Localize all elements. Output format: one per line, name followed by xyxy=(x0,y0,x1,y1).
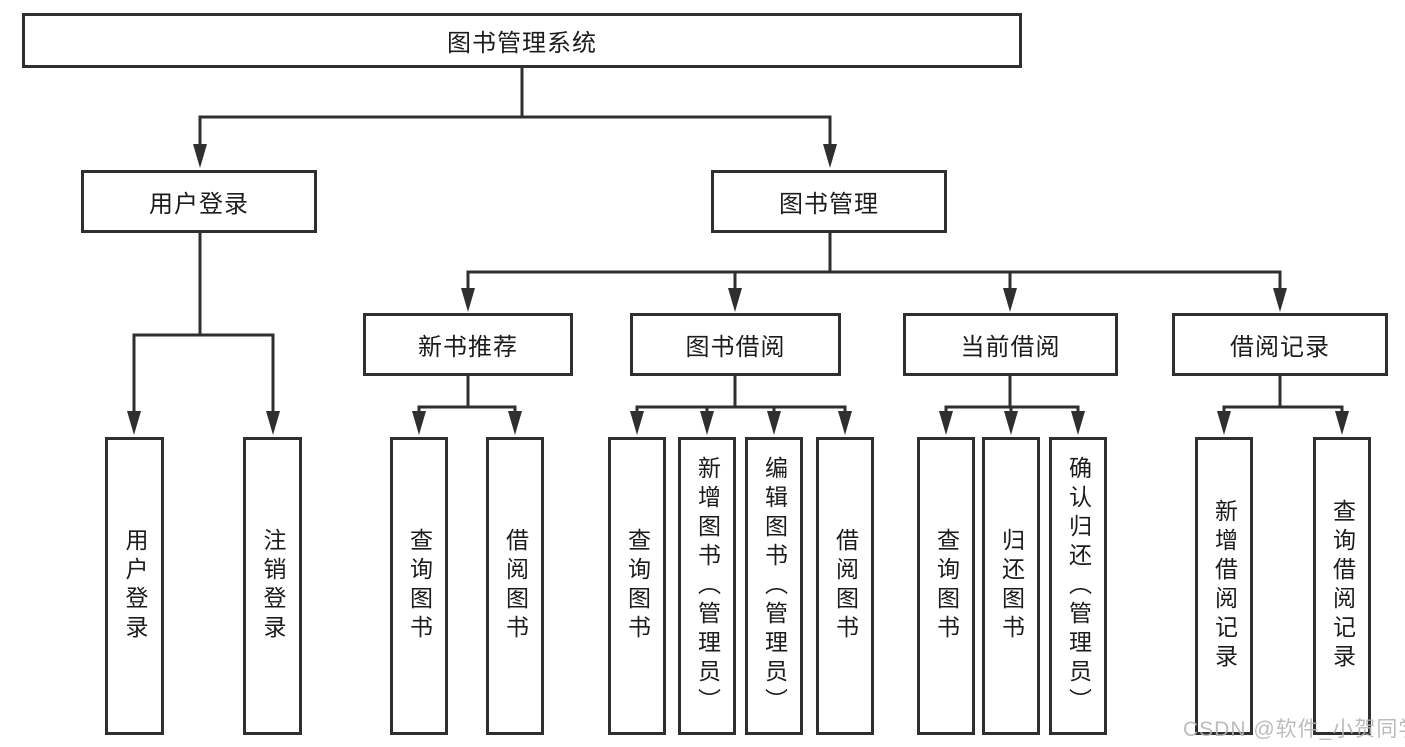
node-current-borrowing: 当前借阅 xyxy=(903,313,1118,376)
arrow-icon xyxy=(193,144,207,168)
node-leaf-logout: 注销登录 xyxy=(243,437,302,735)
connector-user-login xyxy=(132,231,275,420)
arrow-icon xyxy=(412,411,426,435)
node-new-book-recommend: 新书推荐 xyxy=(363,313,573,376)
node-leaf-return-books: 归还图书 xyxy=(982,437,1040,735)
arrow-icon xyxy=(630,411,644,435)
node-leaf-query-books-borrowing: 查询图书 xyxy=(608,437,666,735)
connector-borrow-records xyxy=(1222,374,1344,422)
node-leaf-edit-books-admin: 编辑图书（管理员） xyxy=(745,437,803,735)
node-leaf-add-borrow-record: 新增借阅记录 xyxy=(1195,437,1253,735)
arrow-icon xyxy=(266,411,280,435)
arrow-icon xyxy=(461,288,475,312)
arrow-icon xyxy=(939,411,953,435)
csdn-watermark: CSDN @软件_小贺同学 xyxy=(1183,718,1405,741)
node-leaf-confirm-return-admin: 确认归还（管理员） xyxy=(1049,437,1107,735)
arrow-icon xyxy=(1003,288,1017,312)
arrowheads xyxy=(127,144,1349,435)
connector-root xyxy=(198,66,832,152)
node-user-login: 用户登录 xyxy=(81,170,317,233)
node-leaf-borrow-books-recommend: 借阅图书 xyxy=(486,437,544,735)
arrow-icon xyxy=(127,411,141,435)
node-leaf-borrow-books-borrowing: 借阅图书 xyxy=(816,437,874,735)
arrow-icon xyxy=(508,411,522,435)
node-leaf-query-books-current: 查询图书 xyxy=(917,437,975,735)
arrow-icon xyxy=(823,144,837,168)
arrow-icon xyxy=(1335,411,1349,435)
node-book-borrowing: 图书借阅 xyxy=(630,313,841,376)
connector-book-borrow xyxy=(635,374,847,422)
node-library-management-system: 图书管理系统 xyxy=(22,13,1022,68)
arrow-icon xyxy=(767,411,781,435)
arrow-icon xyxy=(1217,411,1231,435)
node-borrowing-records: 借阅记录 xyxy=(1172,313,1388,376)
arrow-icon xyxy=(728,288,742,312)
node-leaf-query-books-recommend: 查询图书 xyxy=(390,437,448,735)
arrow-icon xyxy=(700,411,714,435)
node-leaf-user-login: 用户登录 xyxy=(105,437,164,735)
arrow-icon xyxy=(1004,411,1018,435)
node-leaf-query-borrow-record: 查询借阅记录 xyxy=(1313,437,1371,735)
node-book-management: 图书管理 xyxy=(711,170,947,233)
node-leaf-add-books-admin: 新增图书（管理员） xyxy=(678,437,736,735)
arrow-icon xyxy=(838,411,852,435)
connector-book-mgmt xyxy=(466,231,1282,298)
connector-new-book-rec xyxy=(417,374,517,422)
arrow-icon xyxy=(1273,288,1287,312)
arrow-icon xyxy=(1071,411,1085,435)
